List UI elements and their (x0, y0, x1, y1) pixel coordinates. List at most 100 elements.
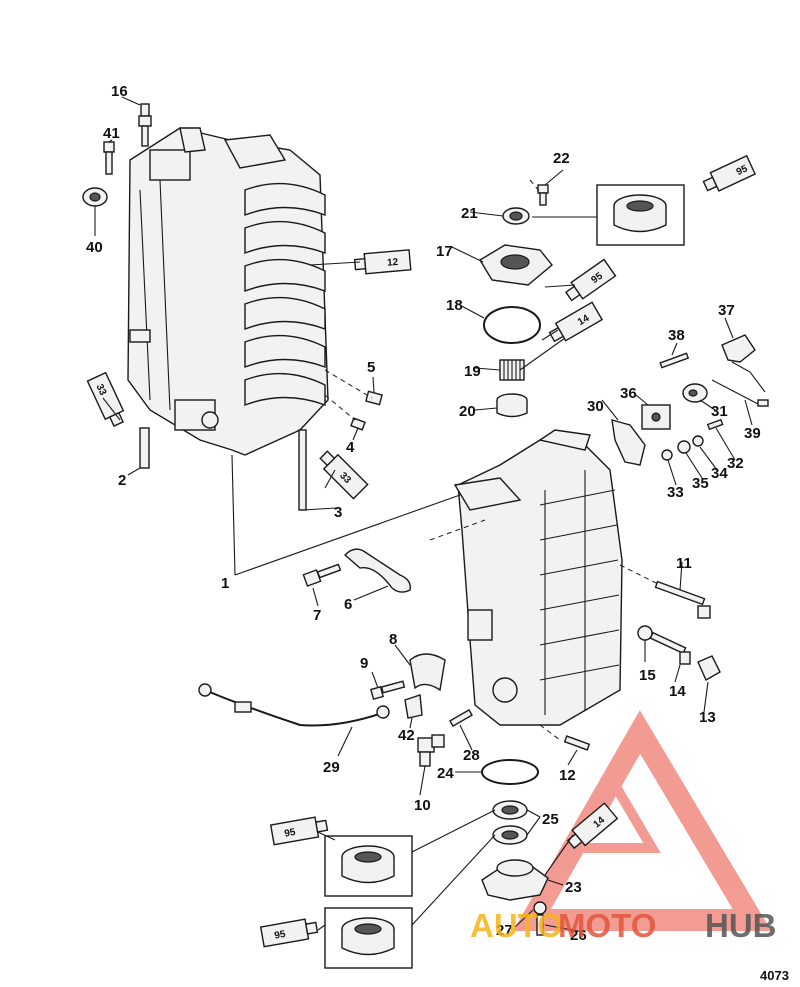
crankcase-cover (453, 429, 623, 726)
callout-19: 19 (464, 363, 481, 380)
tube-label: 12 (387, 257, 399, 269)
screw-38 (659, 352, 690, 369)
tube-label: 14 (576, 313, 592, 328)
sealant-tube-33-mid: 33 (319, 450, 369, 500)
callout-14: 14 (669, 683, 686, 700)
screw-41 (103, 141, 115, 175)
callout-16: 16 (111, 83, 128, 100)
callout-18: 18 (446, 297, 463, 314)
seal-21 (502, 207, 530, 225)
callout-2: 2 (118, 472, 126, 489)
seal-25-upper (492, 800, 528, 820)
callout-39: 39 (744, 425, 761, 442)
bolt-7 (302, 563, 342, 587)
callout-22: 22 (553, 150, 570, 167)
callout-11: 11 (676, 555, 692, 572)
callout-7: 7 (313, 607, 321, 624)
cylinder-bores (244, 182, 326, 407)
callout-32: 32 (727, 455, 744, 472)
screw-9 (370, 680, 406, 700)
o-ring-24 (481, 759, 539, 785)
callout-15: 15 (639, 667, 656, 684)
sensor-36 (641, 404, 671, 430)
bolt-14 (649, 631, 691, 665)
callout-9: 9 (360, 655, 368, 672)
callout-40: 40 (86, 239, 103, 256)
washer-27 (533, 901, 547, 915)
clamp-40 (82, 187, 108, 207)
sealant-tube-95-low1: 95 (269, 816, 329, 846)
sealant-tube-33-left: 33 (86, 371, 125, 428)
dowel-4 (350, 417, 366, 431)
sealant-tube-95-mid: 95 (564, 258, 617, 302)
bearing-cap-6 (343, 548, 411, 593)
clip-42 (404, 694, 423, 719)
callout-6: 6 (344, 596, 352, 613)
sensor-37 (721, 334, 766, 393)
washer-33 (661, 449, 673, 461)
callout-17: 17 (436, 243, 453, 260)
callout-23: 23 (565, 879, 582, 896)
callout-29: 29 (323, 759, 340, 776)
screw-22 (537, 184, 549, 206)
callout-4: 4 (346, 439, 355, 456)
housing-23 (481, 859, 549, 901)
dowel-2 (139, 427, 150, 469)
clip-8 (409, 653, 446, 692)
sleeve-20 (496, 393, 528, 418)
callout-31: 31 (711, 403, 728, 420)
callout-8: 8 (389, 631, 397, 648)
tube-label: 95 (284, 827, 297, 840)
sealant-tube-12: 12 (353, 249, 412, 275)
callout-42: 42 (398, 727, 415, 744)
ground-cable-29 (198, 683, 390, 727)
figure-id: 4073 (760, 968, 789, 983)
callout-35: 35 (692, 475, 709, 492)
nut-15 (637, 625, 653, 641)
cylinder-block (127, 127, 329, 456)
callout-30: 30 (587, 398, 604, 415)
callout-41: 41 (103, 125, 120, 142)
sealant-tube-95-low2: 95 (259, 918, 319, 948)
elbow-fitting-10 (417, 734, 445, 767)
washer-35 (677, 440, 691, 454)
tube-label: 95 (274, 929, 287, 942)
cap-13 (697, 655, 721, 681)
callout-24: 24 (437, 765, 454, 782)
callout-36: 36 (620, 385, 637, 402)
sensor-31 (682, 383, 708, 403)
watermark-auto: AUTO (470, 907, 563, 944)
seal-25-lower (492, 825, 528, 845)
callout-20: 20 (459, 403, 476, 420)
bolt-11 (654, 580, 711, 619)
cable-39 (711, 379, 769, 407)
stud-3 (298, 429, 307, 511)
callout-33a: 33 (667, 484, 684, 501)
watermark-text: AUTO MOTO HUB (470, 907, 777, 944)
leader-lines (94, 96, 753, 933)
screw-12 (563, 735, 591, 751)
callout-25: 25 (542, 811, 559, 828)
callout-13: 13 (699, 709, 716, 726)
callout-26: 26 (570, 927, 587, 944)
callout-1: 1 (221, 575, 229, 592)
callout-5: 5 (367, 359, 375, 376)
bracket-30 (611, 419, 646, 466)
seal-callout-box-mid (324, 835, 413, 897)
tube-label: 33 (94, 382, 109, 397)
sealant-tube-14-mid: 14 (548, 301, 604, 343)
washer-34 (692, 435, 704, 447)
screw-28 (449, 708, 473, 728)
callout-37: 37 (718, 302, 735, 319)
callout-28: 28 (463, 747, 480, 764)
callout-38: 38 (668, 327, 685, 344)
callout-12a: 12 (559, 767, 576, 784)
screw-32 (706, 418, 724, 431)
watermark-hub: HUB (705, 907, 777, 944)
callout-numbers: 1 2 3 4 5 6 7 8 9 10 11 12 13 14 15 16 1… (86, 83, 761, 944)
callout-3: 3 (334, 504, 342, 521)
watermark-moto: MOTO (558, 907, 656, 944)
screw-26 (536, 914, 544, 936)
fitting-16 (138, 103, 152, 147)
